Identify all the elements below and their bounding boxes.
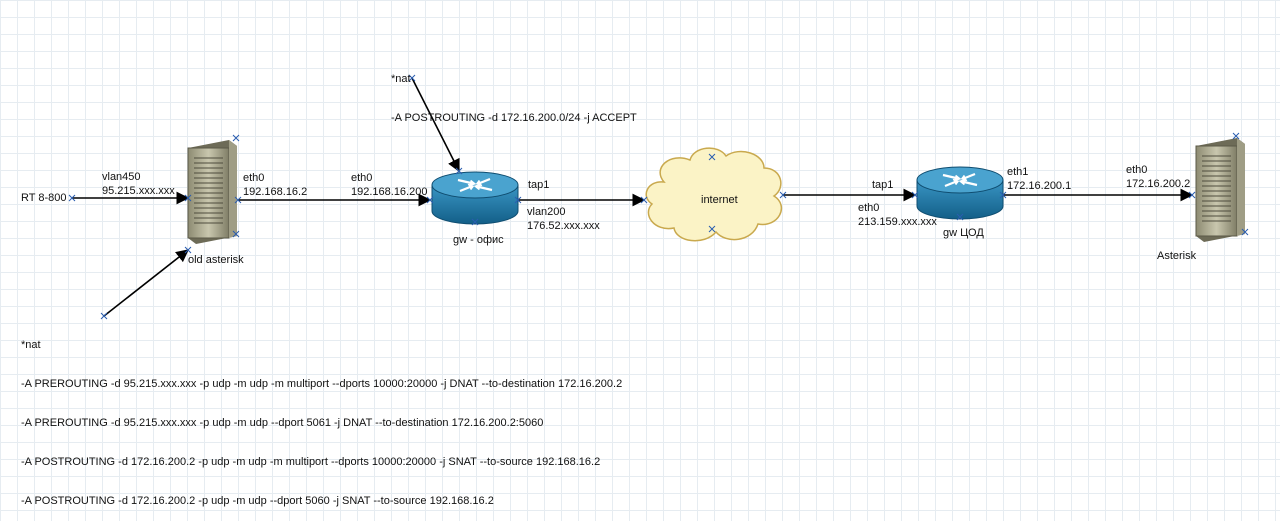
old-asterisk-nat-rules: *nat -A PREROUTING -d 95.215.xxx.xxx -p …: [21, 313, 622, 521]
asterisk-eth-name: eth0: [1126, 164, 1148, 176]
old-asterisk-nat-line: -A PREROUTING -d 95.215.xxx.xxx -p udp -…: [21, 378, 623, 390]
gw-dc-tap-name: tap1: [872, 179, 894, 191]
network-diagram: [68, 74, 1249, 320]
office-nat-line: *nat: [391, 73, 411, 85]
gw-office-eth-name: eth0: [351, 172, 373, 184]
old-asterisk-vlan-ip: 95.215.xxx.xxx: [102, 185, 175, 197]
internet-label: internet: [701, 194, 738, 206]
gw-dc-eth0-ip: 213.159.xxx.xxx: [858, 216, 937, 228]
arrow-office-nat: [411, 77, 460, 173]
old-asterisk-server-icon: [187, 140, 237, 244]
internet-cloud-icon: [645, 147, 783, 242]
gw-office-tap-name: tap1: [528, 179, 550, 191]
old-asterisk-eth-ip: 192.168.16.2: [243, 186, 308, 198]
old-asterisk-nat-line: -A POSTROUTING -d 172.16.200.2 -p udp -m…: [21, 495, 494, 507]
office-nat-line: -A POSTROUTING -d 172.16.200.0/24 -j ACC…: [391, 112, 637, 124]
old-asterisk-eth-name: eth0: [243, 172, 265, 184]
gw-dc-router-icon: [916, 166, 1004, 220]
office-nat-rules: *nat -A POSTROUTING -d 172.16.200.0/24 -…: [391, 47, 637, 138]
gw-dc-caption: gw ЦОД: [943, 227, 984, 239]
gw-office-vlan-ip: 176.52.xxx.xxx: [527, 220, 600, 232]
gw-office-router-icon: [431, 171, 519, 225]
asterisk-server-icon: [1195, 138, 1245, 242]
gw-office-eth-ip: 192.168.16.200: [351, 186, 428, 198]
gw-office-caption: gw - офис: [453, 234, 504, 246]
gw-dc-eth1-ip: 172.16.200.1: [1007, 180, 1072, 192]
old-asterisk-nat-line: *nat: [21, 339, 41, 351]
asterisk-eth-ip: 172.16.200.2: [1126, 178, 1191, 190]
connection-markers: [68, 74, 1249, 320]
arrow-old-asterisk-nat: [103, 249, 190, 317]
asterisk-caption: Asterisk: [1157, 250, 1197, 262]
gw-dc-eth0-name: eth0: [858, 202, 880, 214]
old-asterisk-vlan-name: vlan450: [102, 171, 141, 183]
connections: [72, 77, 1194, 317]
gw-dc-eth1-name: eth1: [1007, 166, 1029, 178]
gw-office-vlan-name: vlan200: [527, 206, 566, 218]
rt-label: RT 8-800: [21, 192, 67, 204]
old-asterisk-nat-line: -A PREROUTING -d 95.215.xxx.xxx -p udp -…: [21, 417, 544, 429]
old-asterisk-nat-line: -A POSTROUTING -d 172.16.200.2 -p udp -m…: [21, 456, 601, 468]
old-asterisk-caption: old asterisk: [188, 254, 244, 266]
